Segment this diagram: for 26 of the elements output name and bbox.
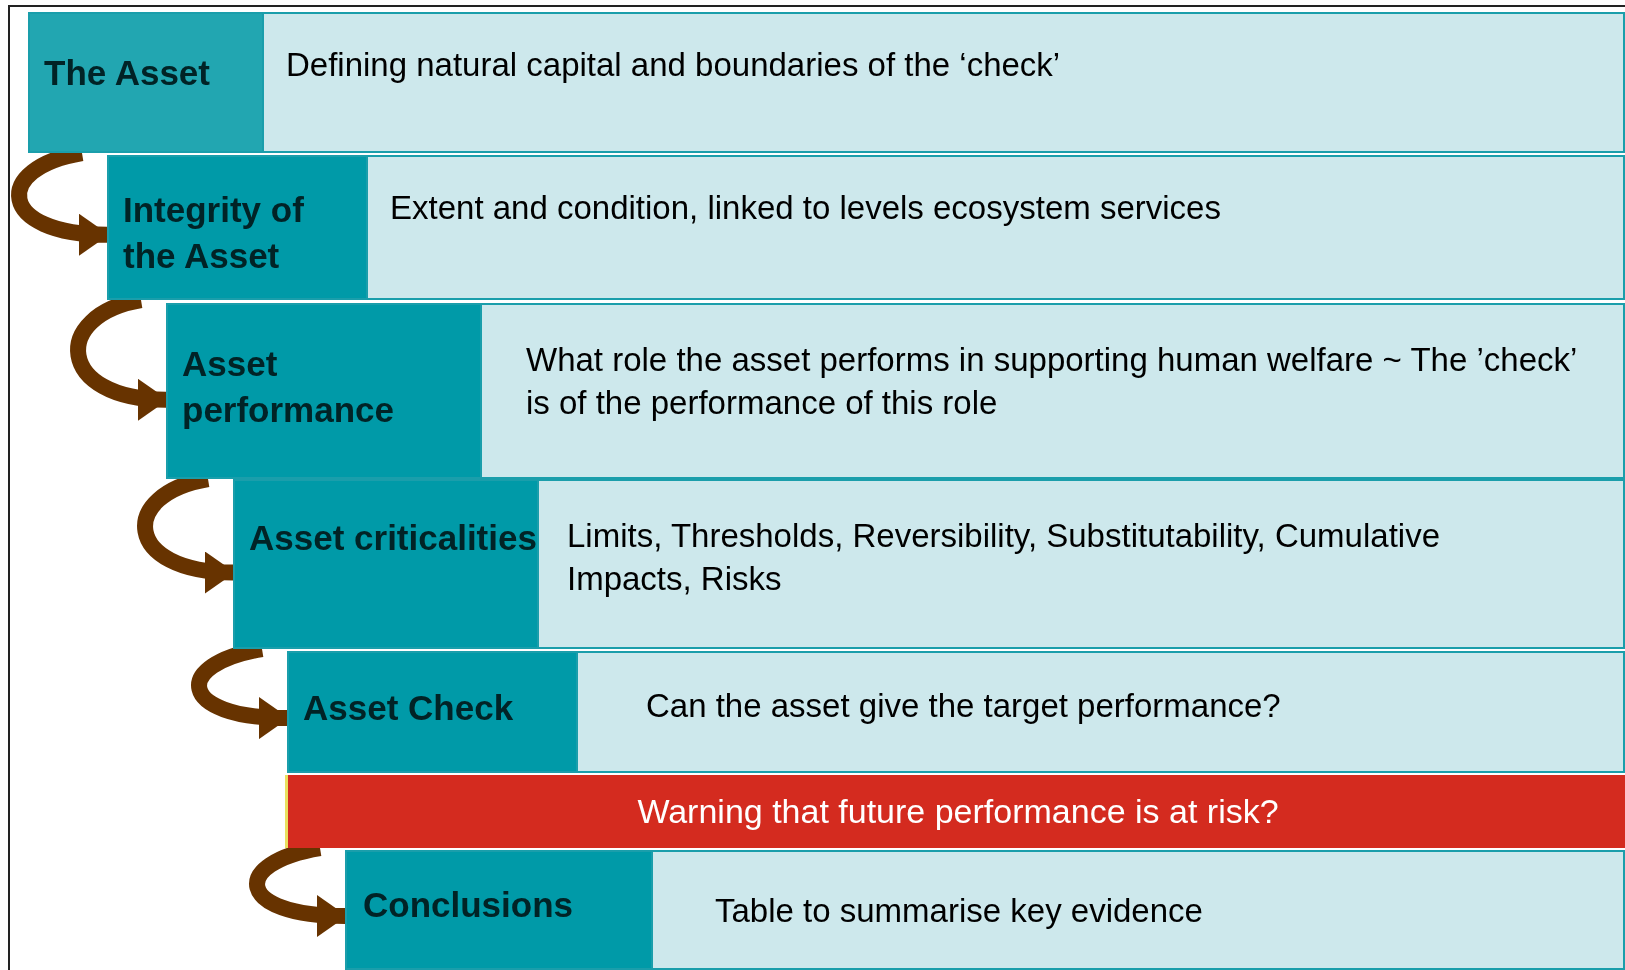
step-title: Asset performance (182, 343, 396, 431)
step-box (107, 155, 368, 300)
step-box (233, 479, 539, 649)
description-text: Defining natural capital and boundaries of the ‘check’ (286, 45, 1061, 85)
warning-band (285, 775, 1625, 848)
warning-text: Warning that future performance is at risk? (636, 791, 1280, 832)
step-title: Asset Check (303, 687, 514, 729)
description-text: What role the asset performs in supporting human welfare ~ The ’check’ is of the performance of this role (526, 340, 1578, 423)
step-title: Asset criticalities (249, 517, 537, 559)
description-box (578, 651, 1625, 773)
description-text: Can the asset give the target performance? (646, 686, 1281, 726)
description-text: Limits, Thresholds, Reversibility, Substitutability, Cumulative Impacts, Risks (567, 516, 1441, 599)
step-box (28, 12, 264, 153)
description-text: Extent and condition, linked to levels ecosystem services (390, 188, 1221, 228)
step-title: Conclusions (363, 884, 574, 926)
description-box (653, 850, 1625, 970)
description-box (482, 303, 1625, 479)
description-box (264, 12, 1625, 153)
description-box (368, 155, 1625, 300)
step-box (166, 303, 482, 479)
step-title: Integrity of the Asset (123, 189, 305, 277)
step-title: The Asset (44, 52, 210, 94)
description-text: Table to summarise key evidence (715, 891, 1203, 931)
description-box (539, 479, 1625, 649)
step-box (345, 850, 653, 970)
step-box (287, 651, 578, 773)
